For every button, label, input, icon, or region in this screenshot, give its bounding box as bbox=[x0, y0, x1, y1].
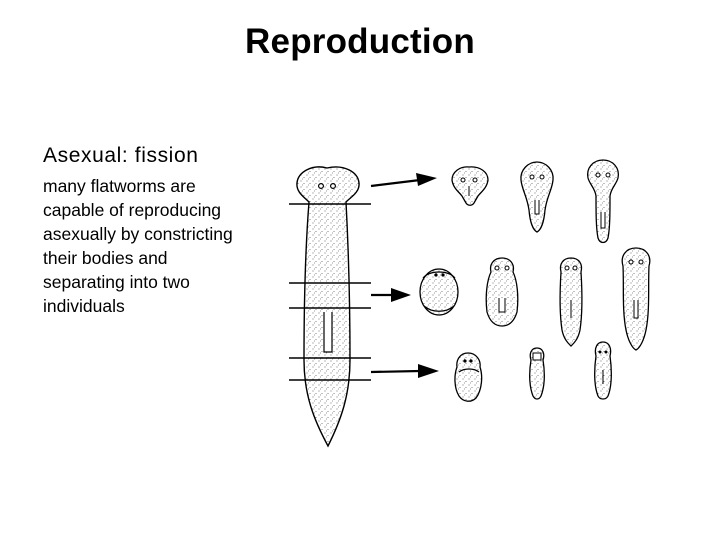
arrows bbox=[370, 173, 439, 378]
description-text: many flatworms are capable of reproducin… bbox=[43, 174, 273, 318]
parent-flatworm bbox=[296, 166, 360, 448]
fragment-middle-stage-1 bbox=[419, 268, 459, 316]
fission-lines bbox=[289, 203, 371, 381]
description-line: separating into two bbox=[43, 272, 190, 292]
description-line: asexually by constricting bbox=[43, 224, 233, 244]
fragment-middle-stage-4 bbox=[621, 247, 651, 351]
pharynx bbox=[323, 312, 333, 353]
fragment-middle-stage-2 bbox=[485, 257, 519, 327]
eyespot-icon bbox=[330, 183, 337, 190]
fragment-head-stage-2 bbox=[520, 161, 554, 233]
regenerating-fragments bbox=[419, 159, 651, 402]
description-line: individuals bbox=[43, 296, 125, 316]
fragment-tail-stage-3 bbox=[594, 341, 612, 400]
description-line: capable of reproducing bbox=[43, 200, 222, 220]
arrow-right-icon bbox=[370, 364, 439, 378]
eyespot-icon bbox=[318, 183, 325, 190]
fragment-head-stage-1 bbox=[451, 166, 489, 206]
fragment-tail-stage-2 bbox=[529, 347, 545, 400]
fragment-middle-stage-3 bbox=[559, 257, 583, 347]
description-line: their bodies and bbox=[43, 248, 168, 268]
section-heading: Asexual: fission bbox=[43, 144, 199, 167]
arrow-right-icon bbox=[370, 173, 437, 188]
fragment-tail-stage-1 bbox=[454, 352, 483, 402]
fragment-head-stage-3 bbox=[587, 159, 619, 244]
description-line: many flatworms are bbox=[43, 176, 196, 196]
arrow-right-icon bbox=[371, 288, 411, 302]
slide-title: Reproduction bbox=[245, 22, 475, 61]
